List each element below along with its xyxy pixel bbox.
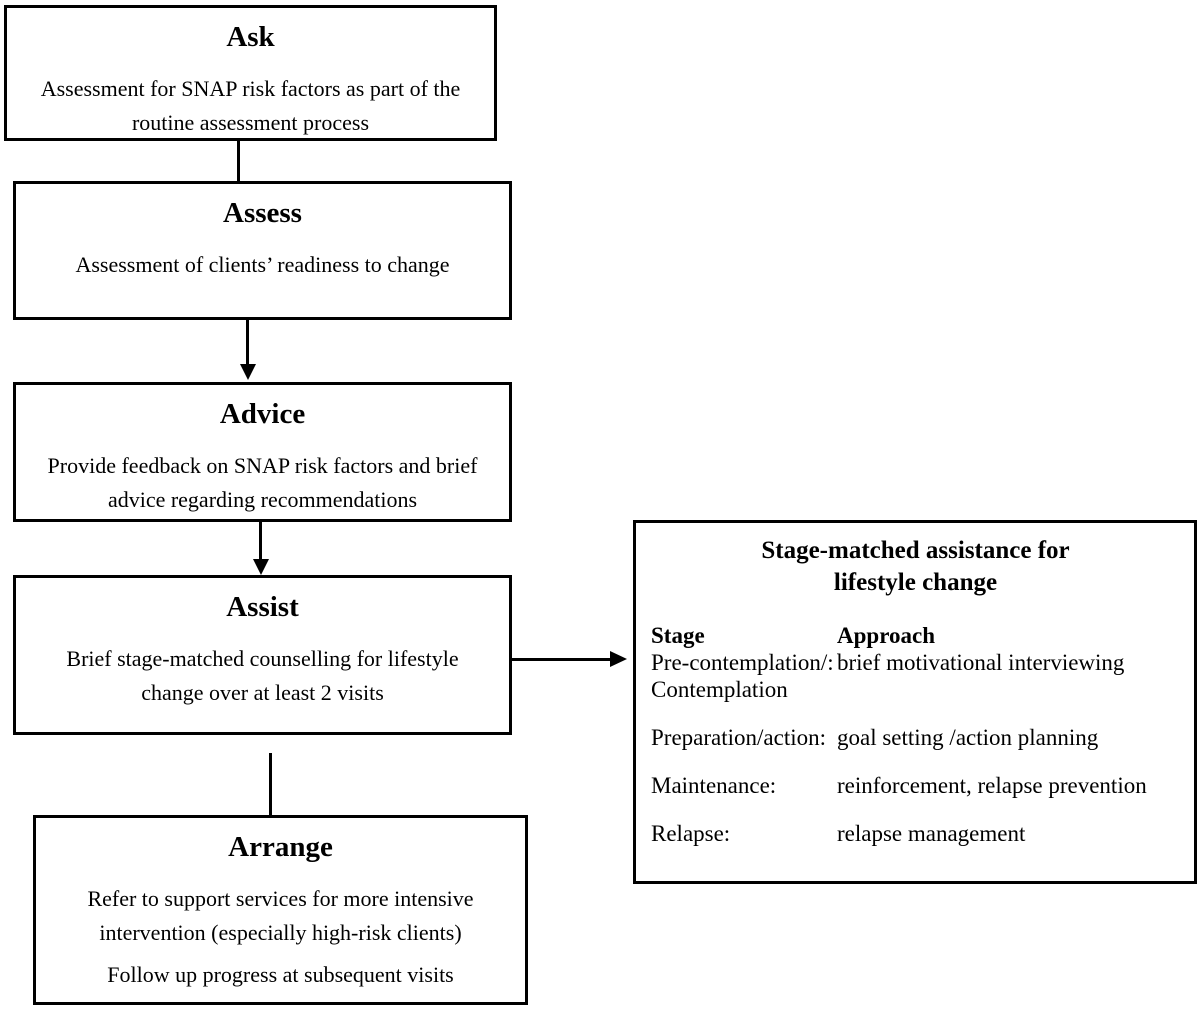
ask-box-title: Ask [226,21,275,53]
assess-box: Assess Assessment of clients’ readiness … [13,181,512,320]
stage-cell: Preparation/action: [651,725,826,750]
stage-column-header: Stage [651,623,705,648]
arrange-box-body-followup: Follow up progress at subsequent visits [107,962,454,987]
assess-box-body: Assessment of clients’ readiness to chan… [75,252,450,277]
stage-table-row-relapse: Relapse: relapse management [651,820,1180,847]
approach-cell: goal setting /action planning [837,725,1099,750]
connector-advice-assist [259,522,262,562]
connector-assess-advice [246,320,249,366]
advice-box: Advice Provide feedback on SNAP risk fac… [13,382,512,522]
stage-table-row-precontemplation: Pre-contemplation/: Contemplation brief … [651,649,1180,703]
stage-approach-table: Stage Approach Pre-contemplation/: Conte… [651,622,1180,847]
arrow-down-icon [240,364,256,380]
arrow-right-icon [610,651,627,667]
connector-assist-stage-panel [512,658,612,661]
advice-box-body: Provide feedback on SNAP risk factors an… [47,453,478,512]
approach-cell: brief motivational interviewing [837,650,1125,675]
arrange-box-title: Arrange [228,831,333,863]
advice-box-title: Advice [219,398,306,430]
assist-box-body: Brief stage-matched counselling for life… [66,646,459,705]
connector-assist-arrange [269,753,272,815]
arrow-down-icon [253,559,269,575]
stage-matched-assistance-panel: Stage-matched assistance for lifestyle c… [633,520,1197,884]
ask-box-body: Assessment for SNAP risk factors as part… [40,76,461,135]
stage-cell: Relapse: [651,821,731,846]
stage-table-header-row: Stage Approach [651,622,1180,649]
stage-table-row-maintenance: Maintenance: reinforcement, relapse prev… [651,772,1180,799]
approach-cell: reinforcement, relapse prevention [837,773,1147,798]
assist-box-title: Assist [226,591,299,623]
stage-cell: Maintenance: [651,773,777,798]
stage-panel-title: Stage-matched assistance for lifestyle c… [761,537,1070,596]
connector-ask-assess [237,141,240,181]
stage-cell: Pre-contemplation/: Contemplation [651,650,834,702]
assess-box-title: Assess [223,197,302,229]
stage-table-row-preparation: Preparation/action: goal setting /action… [651,724,1180,751]
arrange-box: Arrange Refer to support services for mo… [33,815,528,1005]
arrange-box-body-referral: Refer to support services for more inten… [87,886,474,945]
approach-cell: relapse management [837,821,1026,846]
approach-column-header: Approach [837,623,935,648]
ask-box: Ask Assessment for SNAP risk factors as … [4,5,497,141]
assist-box: Assist Brief stage-matched counselling f… [13,575,512,735]
